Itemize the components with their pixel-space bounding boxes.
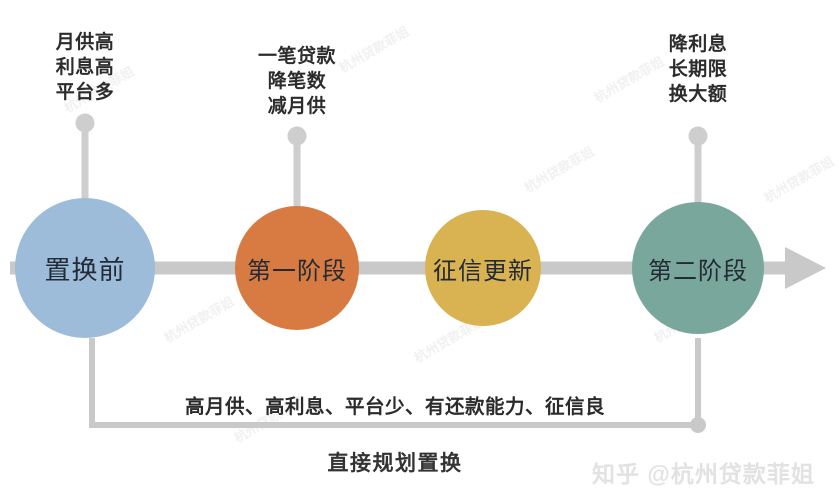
bottom-bracket: [89, 338, 706, 433]
stem-dot-icon: [75, 113, 95, 133]
callout-line: 换大额: [668, 84, 728, 106]
node-circle-before[interactable]: [15, 198, 155, 338]
callout-stem-stage-2: [688, 126, 708, 208]
bracket-caption-text: 直接规划置换: [327, 452, 463, 475]
node-circle-stage-2[interactable]: [632, 202, 764, 334]
node-circle-credit-update[interactable]: [425, 210, 541, 326]
stem-dot-icon: [287, 126, 307, 146]
callout-line: 一笔贷款: [257, 46, 336, 67]
node-circle-stage-1[interactable]: [235, 206, 359, 330]
callout-line: 利息高: [55, 57, 115, 79]
callout-stem-before: [75, 113, 95, 205]
bracket-path: [89, 338, 698, 428]
bracket-note-text: 高月供、高利息、平台少、有还款能力、征信良: [184, 396, 605, 418]
axis-arrowhead: [785, 247, 826, 289]
callout-text-before: 月供高 利息高 平台多: [0, 30, 170, 105]
stem-dot-icon: [688, 126, 708, 146]
callout-line: 降笔数: [267, 71, 327, 93]
watermark-logo: 知乎 @杭州贷款菲姐: [592, 461, 815, 487]
callout-line: 减月供: [267, 96, 327, 118]
callout-line: 平台多: [55, 82, 115, 104]
bracket-right-joint-dot: [690, 417, 706, 433]
callout-text-stage-2: 降利息 长期限 换大额: [613, 32, 783, 107]
callout-line: 长期限: [668, 59, 728, 81]
callout-line: 月供高: [55, 32, 115, 53]
callout-text-stage-1: 一笔贷款 降笔数 减月供: [212, 44, 382, 119]
callout-stem-stage-1: [287, 126, 307, 212]
callout-line: 降利息: [668, 34, 728, 55]
